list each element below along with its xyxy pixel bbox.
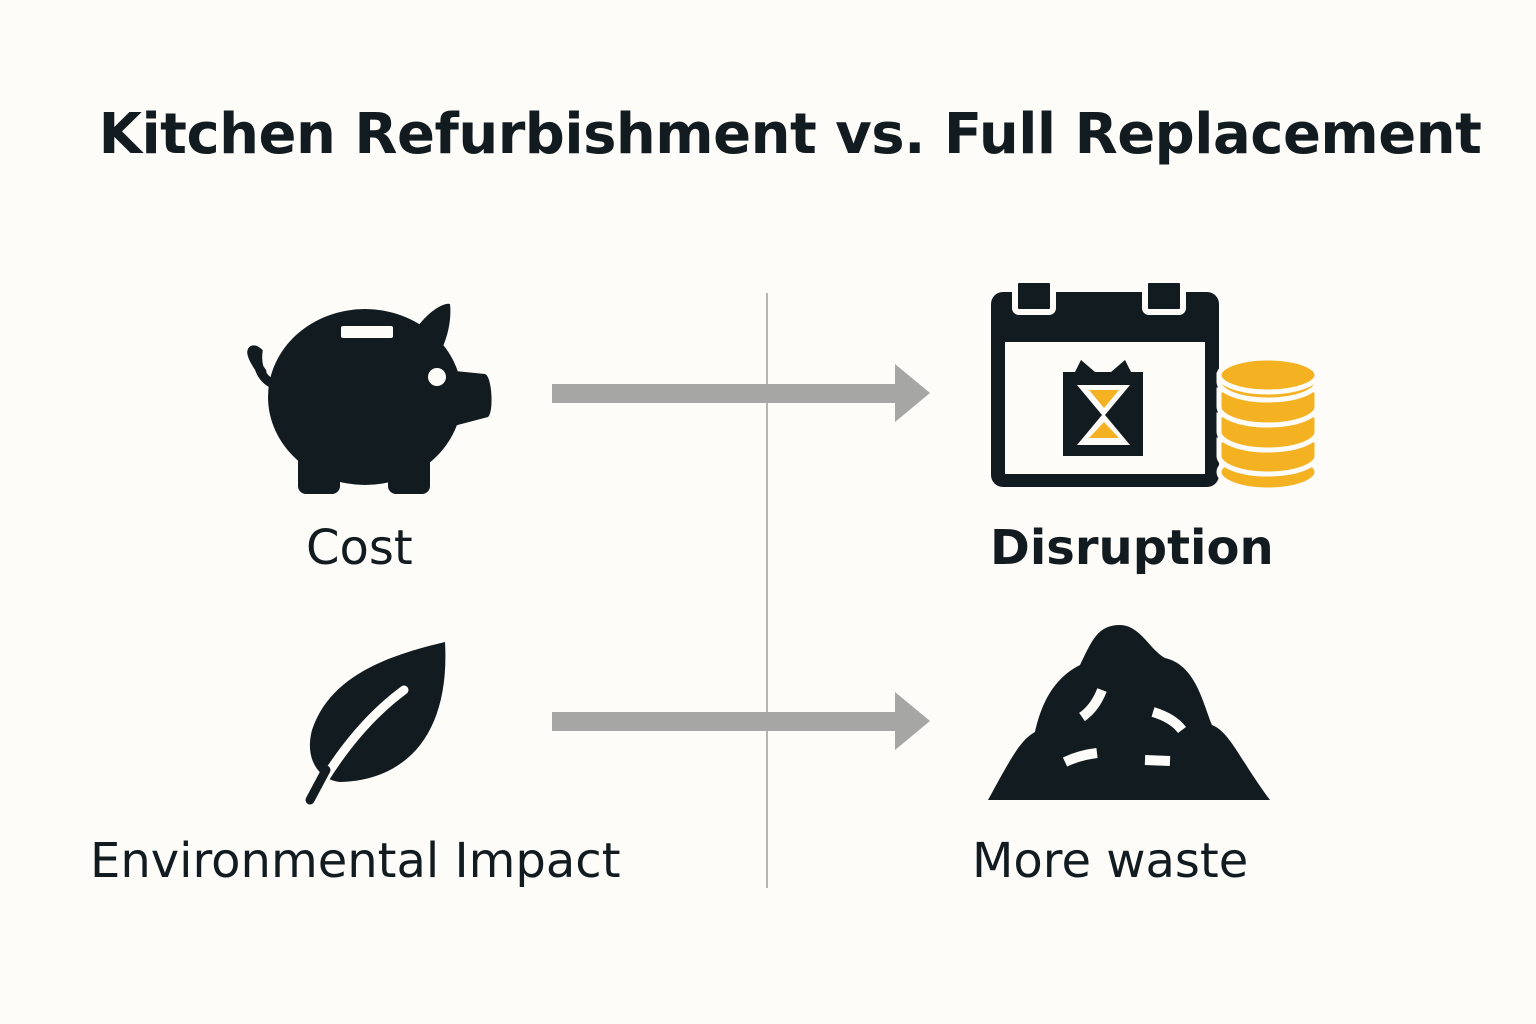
- leaf-icon: [305, 642, 446, 805]
- center-divider: [766, 293, 768, 888]
- more-waste-label: More waste: [972, 833, 1249, 889]
- arrow-right-icon: [552, 692, 930, 750]
- disruption-label: Disruption: [990, 520, 1274, 576]
- environmental-impact-label: Environmental Impact: [90, 833, 621, 889]
- piggy-bank-icon: [247, 303, 492, 494]
- waste-pile-icon: [988, 625, 1270, 800]
- calendar-hourglass-coins-icon: [991, 280, 1320, 493]
- arrow-right-icon: [552, 364, 930, 422]
- page-title: Kitchen Refurbishment vs. Full Replaceme…: [98, 102, 1482, 167]
- cost-label: Cost: [306, 520, 413, 576]
